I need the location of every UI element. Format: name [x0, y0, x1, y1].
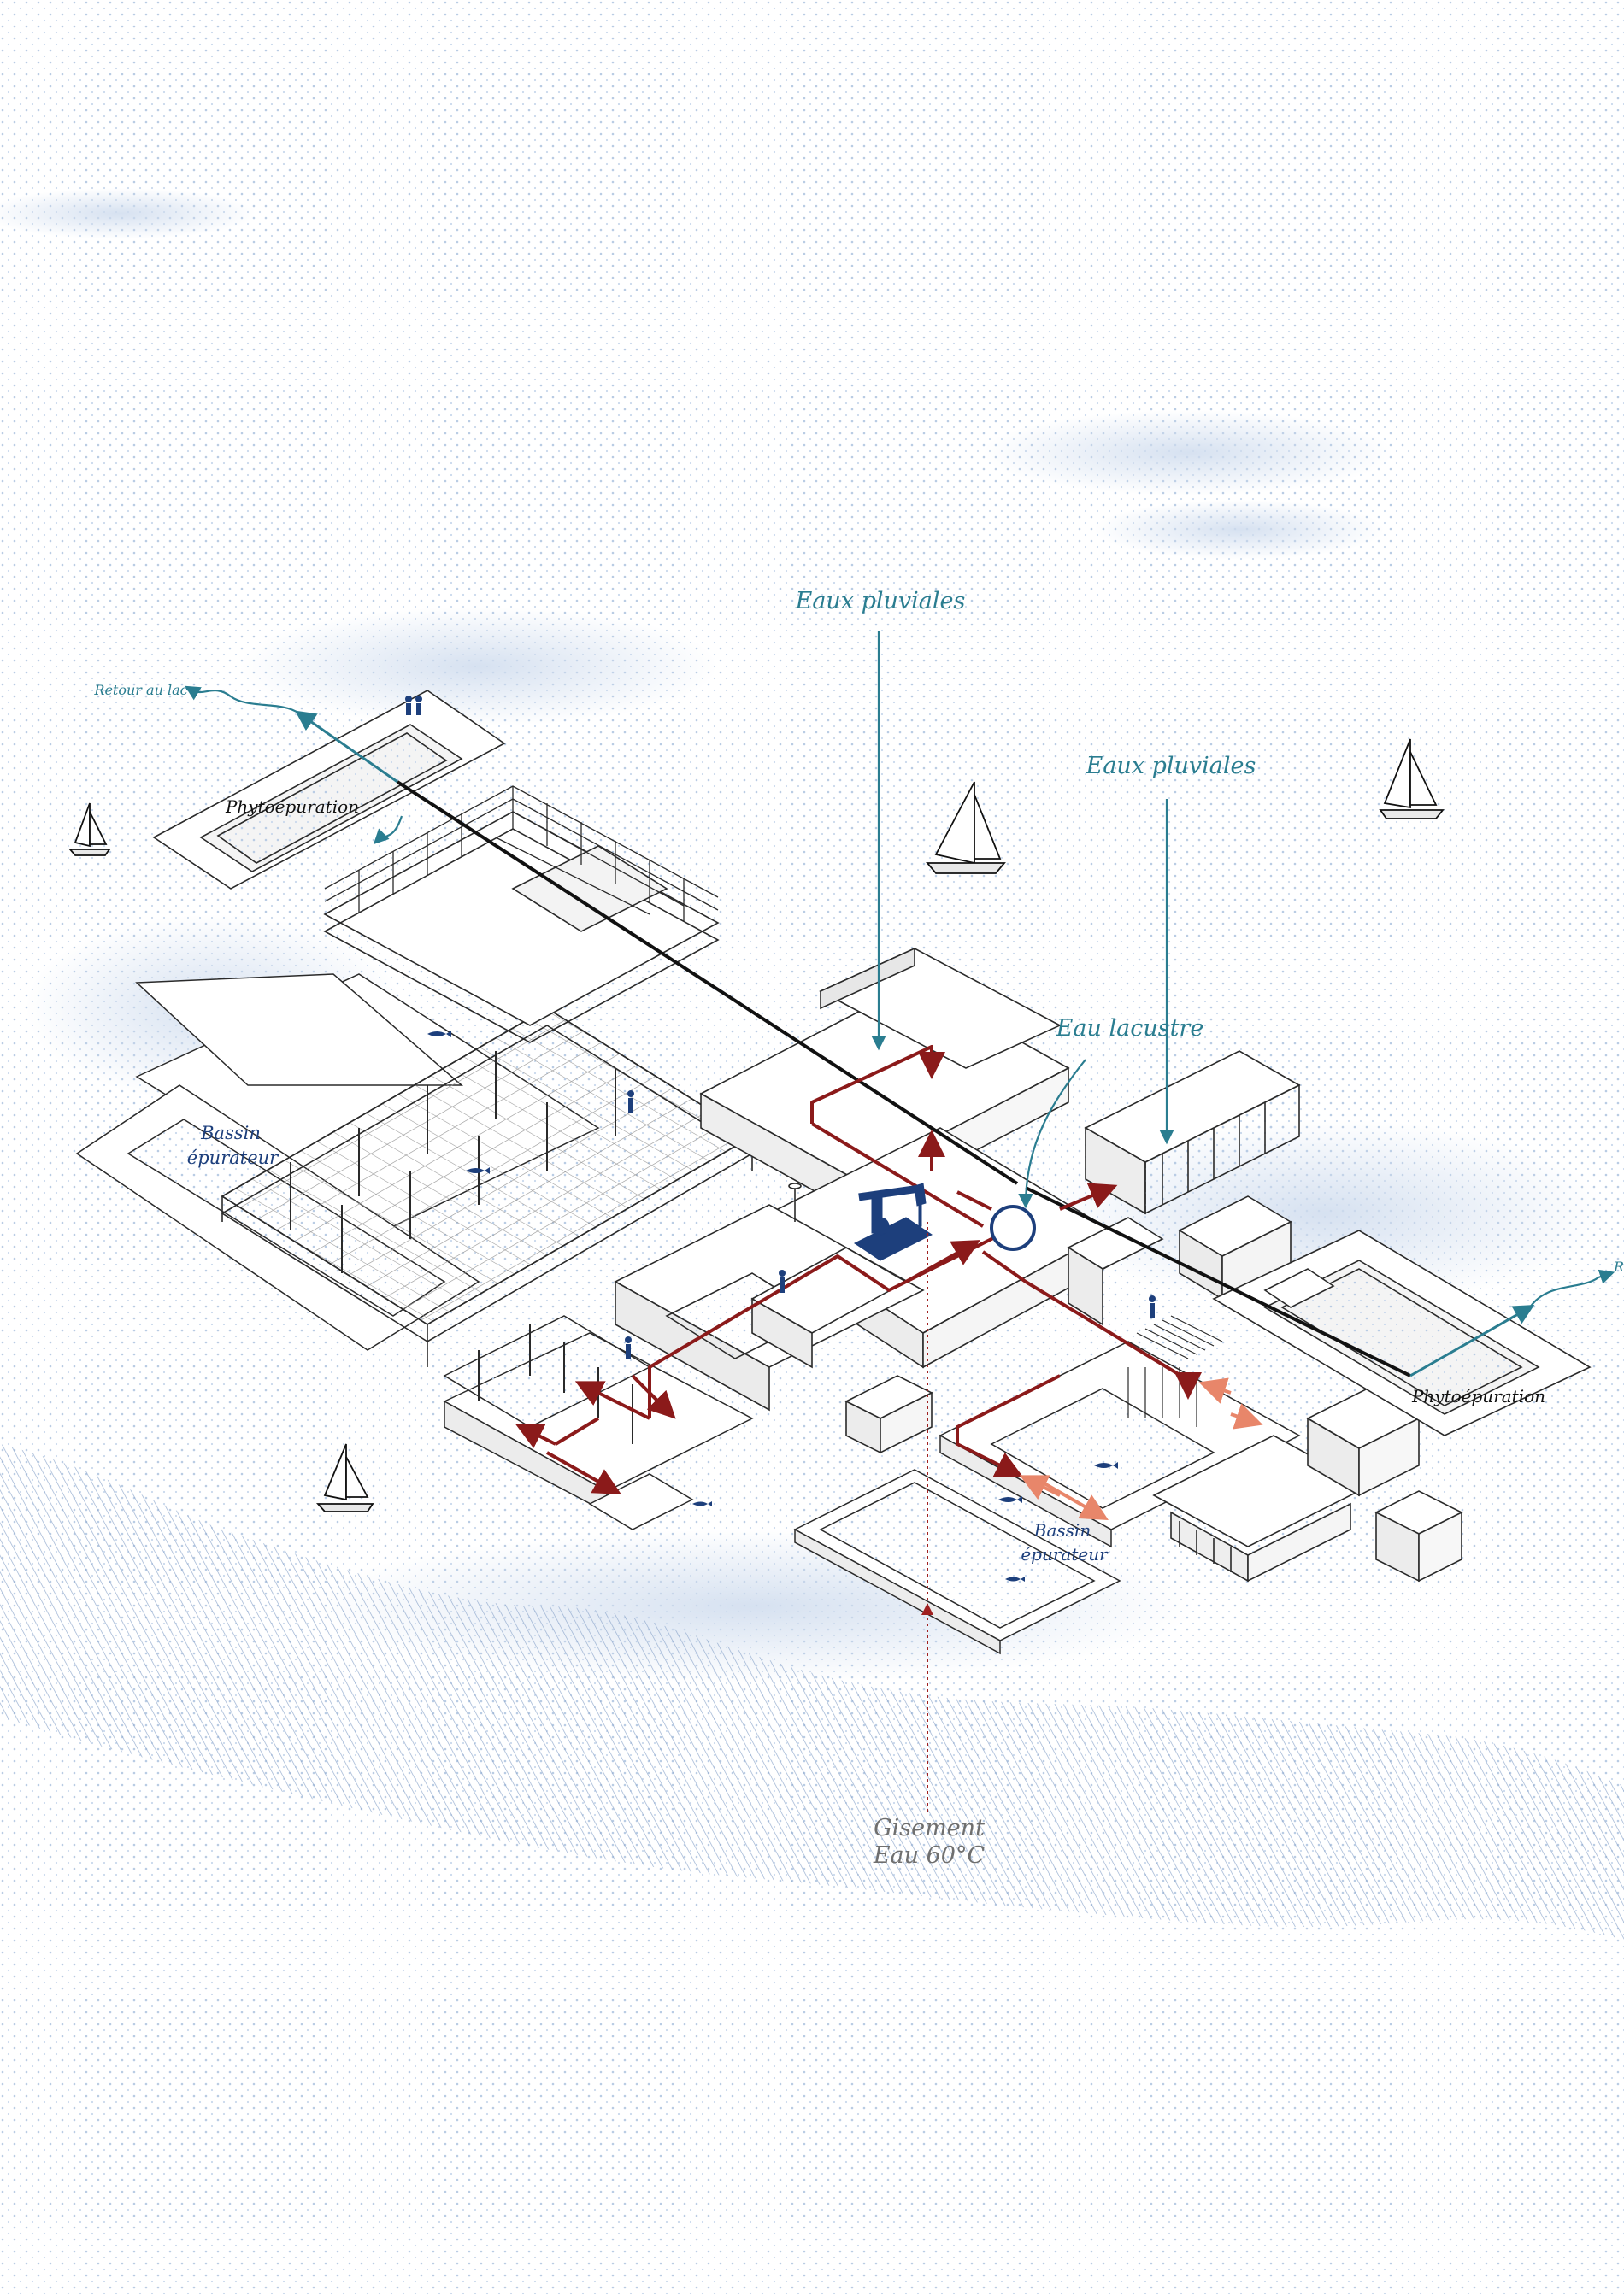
pavilion-south-east — [1152, 1388, 1463, 1583]
central-building — [614, 947, 1113, 1454]
label-gisement-line2: Eau 60°C — [873, 1842, 986, 1869]
label-retour-right: R — [1613, 1259, 1624, 1275]
heat-exchanger-icon — [990, 1205, 1036, 1251]
label-gisement-line1: Gisement — [874, 1815, 985, 1841]
rainwater-lines — [185, 631, 1615, 1377]
label-eaux-pluviales-1: Eaux pluviales — [795, 588, 966, 614]
upper-deck — [323, 785, 720, 1043]
phyto-pool-left — [152, 690, 506, 890]
phyto-pool-right — [1212, 1230, 1592, 1436]
person-icon-group — [405, 696, 1156, 1359]
sailboat-icon — [68, 802, 111, 856]
sailboat-icon — [1379, 738, 1445, 819]
east-buildings — [1067, 1050, 1301, 1326]
warm-water-flows — [1019, 1377, 1263, 1520]
black-pipe — [396, 780, 1411, 1377]
fish-icon-group — [427, 1031, 1118, 1582]
label-eaux-pluviales-2: Eaux pluviales — [1086, 753, 1256, 779]
label-phyto-left: Phytoépuration — [225, 796, 359, 817]
shoreline-hatch — [0, 1444, 1624, 1940]
sailboat-icon — [926, 781, 1006, 874]
lower-pavilion-left — [443, 1315, 754, 1530]
label-retour-au-lac: Retour au lac — [93, 682, 187, 698]
sailboat-icon — [315, 1443, 374, 1512]
label-bassin-left-line1: Bassin — [200, 1123, 261, 1143]
oil-pump-icon — [854, 1183, 933, 1261]
label-bassin-right-line2: épurateur — [1021, 1544, 1109, 1565]
label-eau-lacustre: Eau lacustre — [1056, 1015, 1204, 1042]
hot-water-network — [515, 1045, 1202, 1494]
label-phyto-right: Phytoépuration — [1411, 1386, 1545, 1406]
label-bassin-left-line2: épurateur — [187, 1148, 279, 1168]
bassin-south — [793, 1469, 1121, 1655]
label-bassin-right-line1: Bassin — [1033, 1520, 1091, 1541]
